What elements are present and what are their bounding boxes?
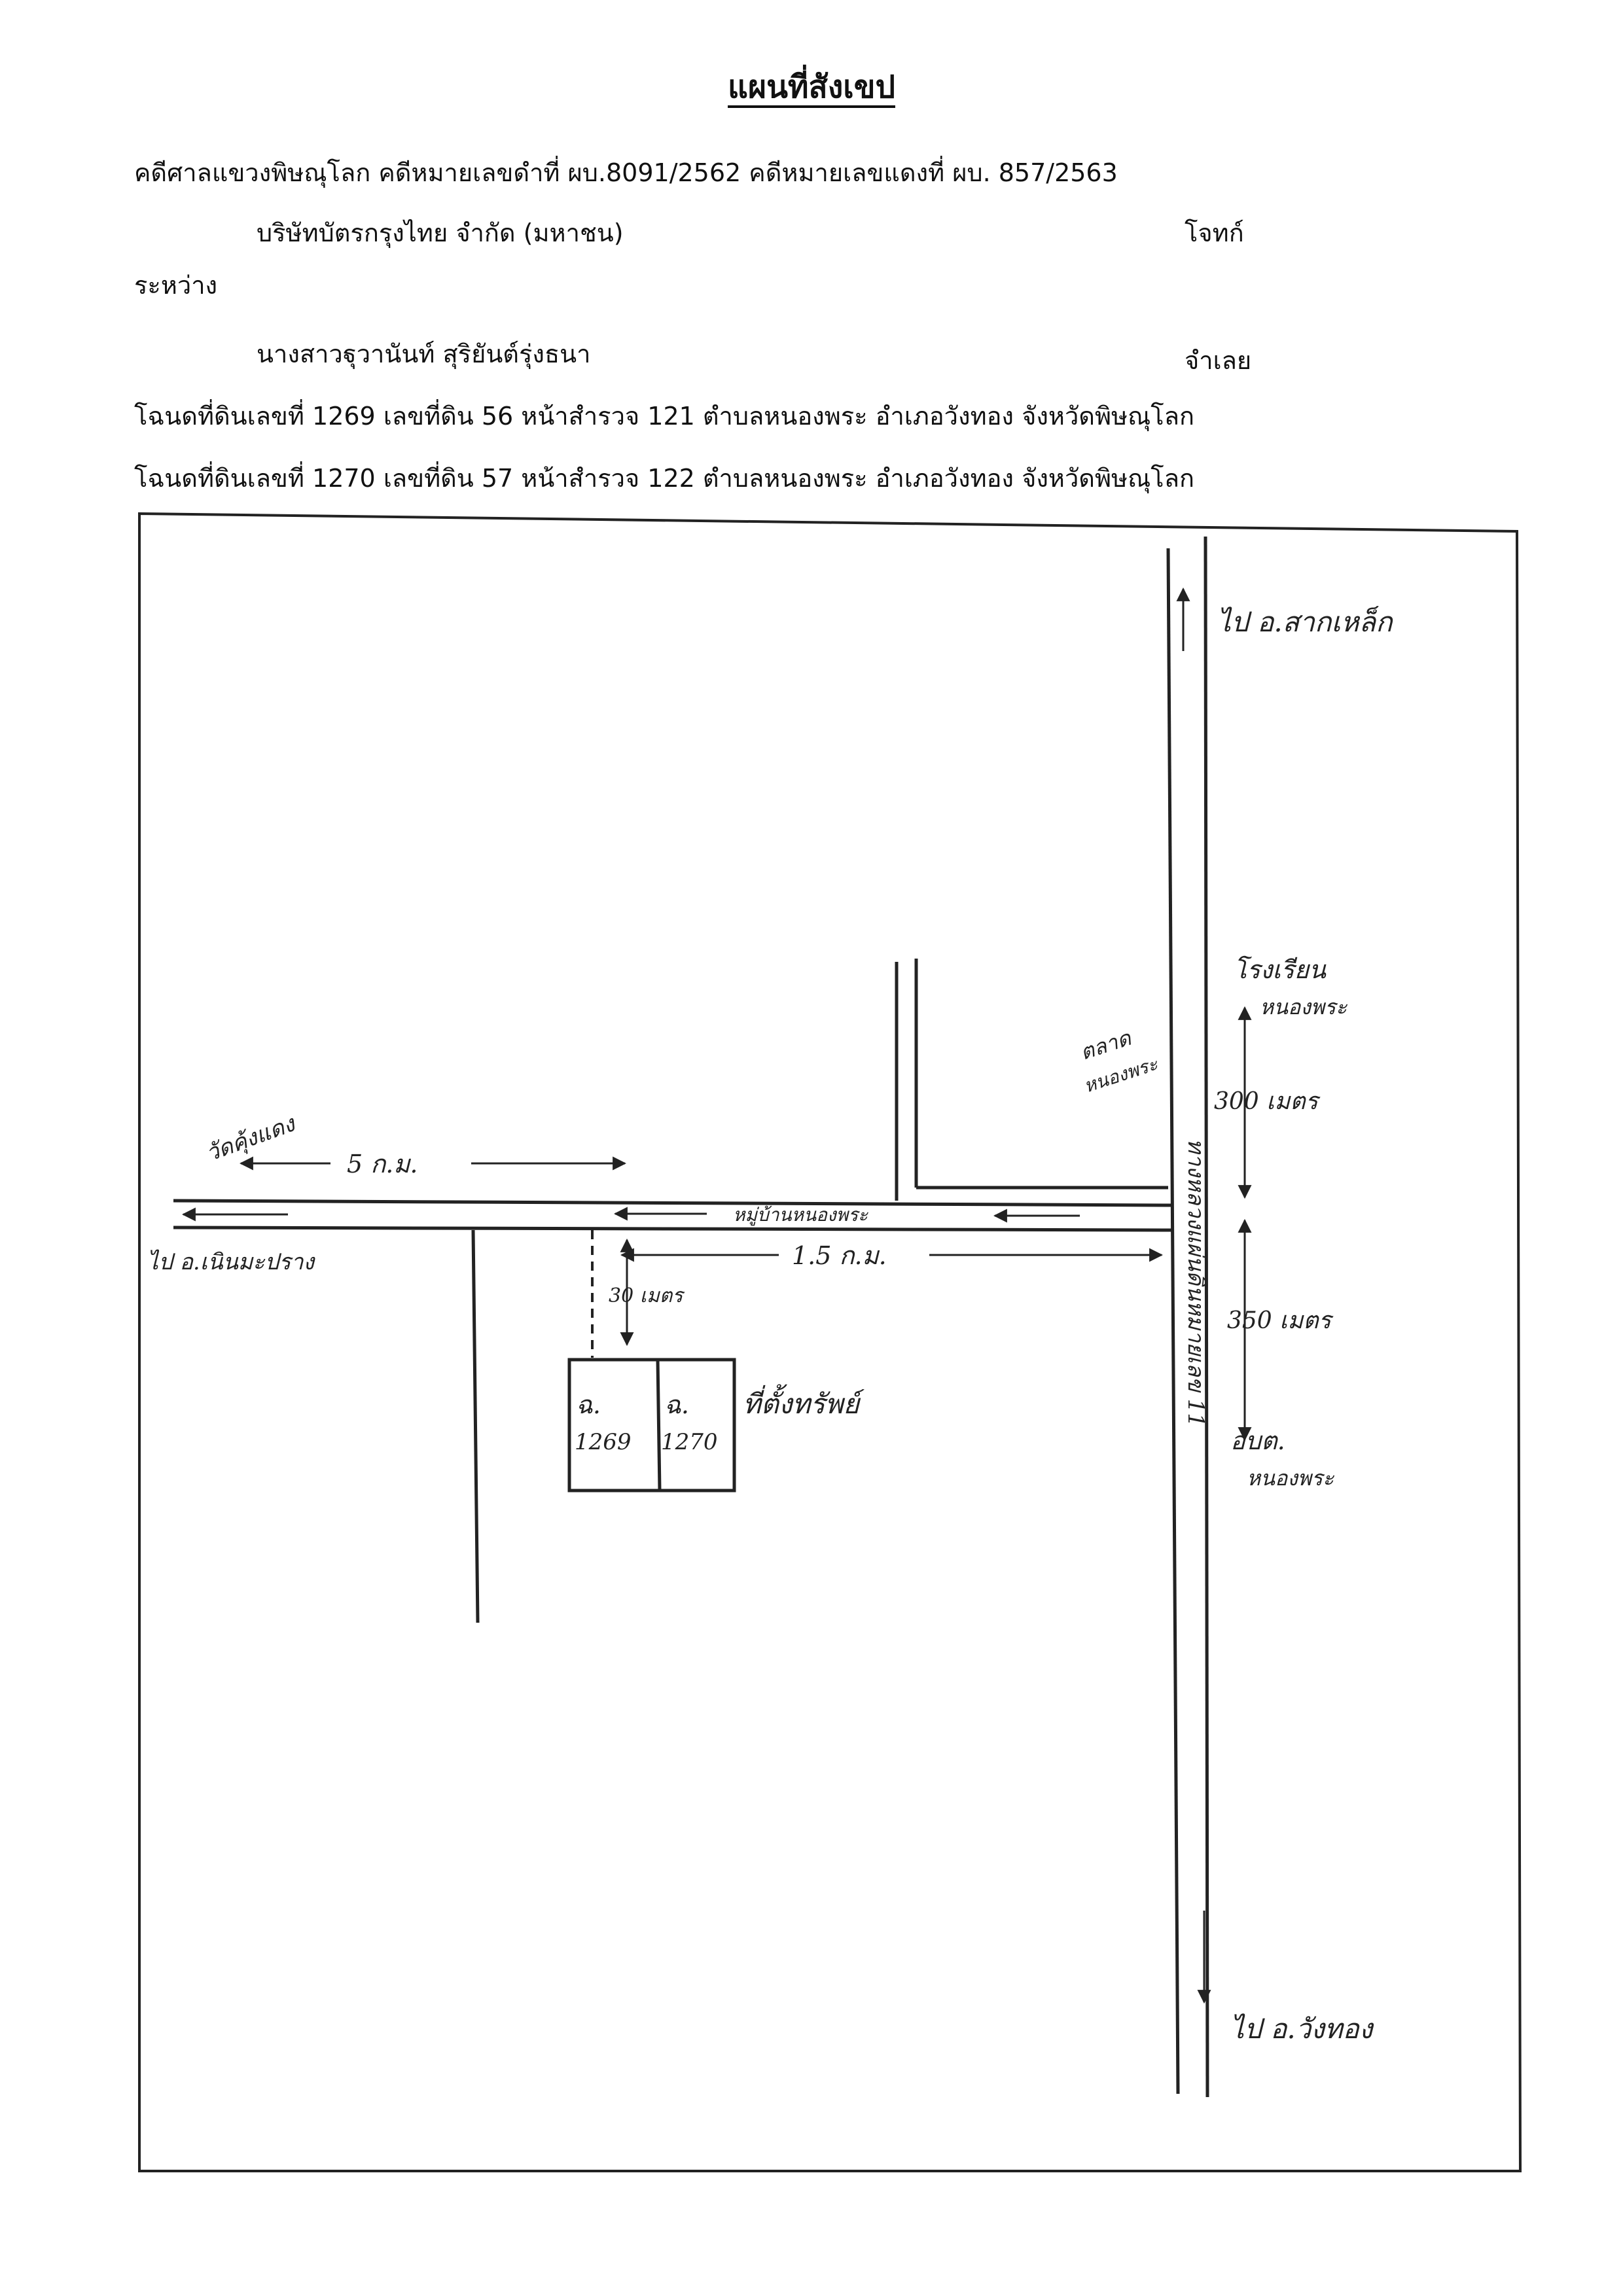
village-road-label: หมู่บ้านหนองพระ [733, 1204, 868, 1226]
tambon-distance-label: 350 เมตร [1227, 1307, 1334, 1334]
between-label: ระหว่าง [134, 271, 218, 300]
plaintiff-name: บริษัทบัตรกรุงไทย จำกัด (มหาชน) [257, 219, 624, 247]
document-title: แผนที่สังเขป [728, 69, 895, 105]
map-frame [138, 512, 1522, 2172]
deed-a-number: 1269 [575, 1429, 632, 1455]
west-place-label: วัดคุ้งแดง [202, 1110, 300, 1167]
deed-line-2: โฉนดที่ดินเลขที่ 1270 เลขที่ดิน 57 หน้าส… [134, 464, 1195, 493]
plot-distance-label: 30 เมตร [609, 1284, 685, 1307]
deed-a-tag: ฉ. [576, 1390, 601, 1419]
school-label: โรงเรียน [1234, 955, 1327, 984]
village-road-north-edge [173, 1199, 1172, 1207]
deed-b-tag: ฉ. [664, 1390, 689, 1419]
plaintiff-role: โจทก์ [1185, 219, 1244, 247]
tambon-office-place-label: หนองพระ [1247, 1466, 1335, 1491]
to-north-label: ไป อ.สากเหล็ก [1217, 606, 1394, 638]
property-plot-divider [656, 1359, 662, 1491]
to-south-label: ไป อ.วังทอง [1230, 2013, 1374, 2045]
south-lane [471, 1229, 480, 1623]
market-label: ตลาด [1077, 1025, 1135, 1065]
deed-b-number: 1270 [661, 1429, 718, 1455]
highway-west-edge [1166, 548, 1180, 2094]
east-distance-label: 1.5 ก.ม. [792, 1241, 887, 1270]
highway-east-edge [1204, 536, 1209, 2098]
village-road-south-edge [173, 1226, 1172, 1232]
property-plot [567, 1358, 736, 1492]
school-distance-label: 300 เมตร [1214, 1088, 1321, 1115]
defendant-role: จำเลย [1185, 346, 1252, 375]
defendant-name: นางสาวฐุวานันท์ สุริยันต์รุ่งธนา [257, 340, 591, 368]
case-line: คดีศาลแขวงพิษณุโลก คดีหมายเลขดำที่ ผบ.80… [134, 158, 1118, 187]
west-distance-label: 5 ก.ม. [347, 1150, 418, 1178]
deed-line-1: โฉนดที่ดินเลขที่ 1269 เลขที่ดิน 56 หน้าส… [134, 402, 1195, 431]
tambon-office-label: อบต. [1230, 1426, 1285, 1455]
plot-label: ที่ตั้งทรัพย์ [743, 1384, 865, 1420]
main-road-label: ทางหลวงแผ่นดินหมายเลข 11 [1183, 1139, 1209, 1427]
school-place-label: หนองพระ [1260, 995, 1348, 1019]
to-west-label: ไป อ.เนินมะปราง [147, 1249, 315, 1275]
